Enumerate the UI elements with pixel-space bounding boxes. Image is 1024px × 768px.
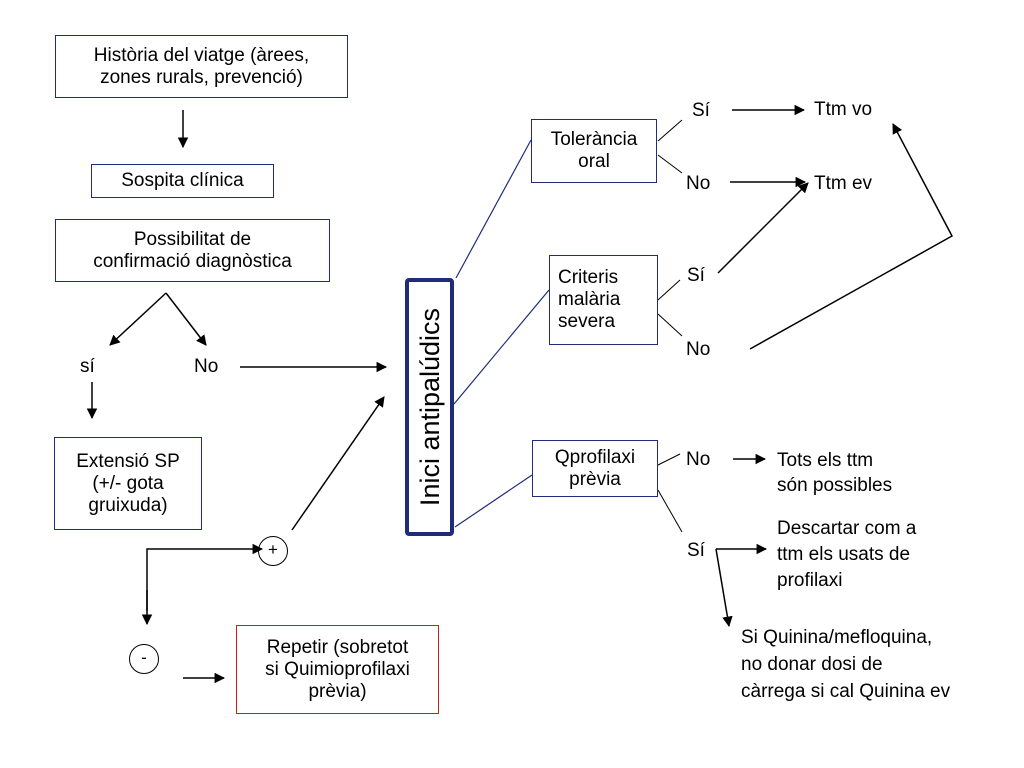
tolerancia-line-2: oral bbox=[578, 151, 610, 172]
arrow-possib-si bbox=[109, 292, 167, 346]
arrow-qp-si-quinina bbox=[715, 548, 733, 628]
historia-line-2: zones rurals, prevenció) bbox=[100, 66, 303, 88]
arrow-possib-no bbox=[165, 292, 207, 346]
quinina-line-1: Si Quinina/mefloquina, bbox=[741, 627, 933, 648]
arrow-crit-no-vo bbox=[749, 123, 954, 350]
quinina-line-3: càrrega si cal Quinina ev bbox=[741, 681, 951, 702]
line-crit-no bbox=[657, 313, 683, 337]
quinina-line-2: no donar dosi de bbox=[741, 654, 883, 675]
circle-minus: - bbox=[129, 644, 159, 674]
repetir-line-2: si Quimioprofilaxi bbox=[265, 658, 410, 680]
box-tolerancia: Tolerància oral bbox=[531, 119, 657, 183]
arrow-extensio-plus bbox=[146, 543, 264, 611]
label-crit-no: No bbox=[686, 339, 711, 360]
box-repetir: Repetir (sobretot si Quimioprofilaxi prè… bbox=[236, 625, 439, 714]
label-qp-si: Sí bbox=[687, 540, 705, 561]
label-tol-si: Sí bbox=[692, 100, 710, 121]
tots-line-2: són possibles bbox=[777, 475, 893, 496]
line-qp-no bbox=[657, 453, 681, 466]
line-inici-tolerancia bbox=[455, 139, 532, 279]
label-si-lower: sí bbox=[80, 356, 95, 377]
label-tol-no: No bbox=[686, 173, 711, 194]
possibilitat-line-1: Possibilitat de bbox=[133, 228, 252, 250]
label-ttm-vo: Ttm vo bbox=[814, 99, 873, 120]
possibilitat-line-2: confirmació diagnòstica bbox=[93, 250, 292, 272]
extensio-line-2: (+/- gota bbox=[92, 472, 164, 494]
box-possibilitat: Possibilitat de confirmació diagnòstica bbox=[55, 219, 330, 282]
box-criteris: Criteris malària severa bbox=[549, 255, 658, 345]
line-tol-no bbox=[657, 154, 683, 174]
box-extensio: Extensió SP (+/- gota gruixuda) bbox=[54, 437, 202, 530]
box-qprofilaxi: Qprofilaxi prèvia bbox=[532, 440, 658, 497]
descartar-line-3: profilaxi bbox=[777, 570, 843, 591]
line-crit-si bbox=[657, 279, 681, 301]
label-crit-si: Sí bbox=[687, 265, 705, 286]
line-qp-si bbox=[657, 489, 683, 533]
criteris-line-2: malària bbox=[558, 289, 621, 310]
descartar-line-1: Descartar com a bbox=[777, 518, 917, 539]
historia-line-1: Història del viatge (àrees, bbox=[93, 44, 310, 66]
text-quinina: Si Quinina/mefloquina, no donar dosi de … bbox=[741, 624, 950, 705]
criteris-line-3: severa bbox=[558, 311, 616, 332]
box-historia: Història del viatge (àrees, zones rurals… bbox=[55, 35, 348, 98]
tolerancia-line-1: Tolerància bbox=[550, 129, 638, 150]
arrow-plus-inici bbox=[291, 396, 385, 531]
text-descartar: Descartar com a ttm els usats de profila… bbox=[777, 516, 916, 594]
line-inici-criteris bbox=[453, 289, 550, 405]
inici-label: Inici antipalúdics bbox=[414, 307, 445, 507]
descartar-line-2: ttm els usats de bbox=[777, 544, 911, 565]
box-sospita: Sospita clínica bbox=[91, 164, 274, 198]
sospita-line-1: Sospita clínica bbox=[121, 170, 244, 191]
repetir-line-1: Repetir (sobretot bbox=[266, 636, 409, 658]
label-qp-no: No bbox=[686, 449, 711, 470]
extensio-line-3: gruixuda) bbox=[88, 494, 168, 516]
tots-line-1: Tots els ttm bbox=[777, 450, 874, 471]
box-inici-antipaludics: Inici antipalúdics bbox=[405, 278, 454, 536]
label-ttm-ev: Ttm ev bbox=[814, 173, 873, 194]
repetir-line-3: prèvia) bbox=[308, 680, 367, 702]
qprofilaxi-line-2: prèvia bbox=[569, 468, 621, 490]
line-inici-qprofilaxi bbox=[454, 474, 533, 528]
arrow-crit-si-ev bbox=[717, 182, 809, 274]
qprofilaxi-line-1: Qprofilaxi bbox=[554, 446, 636, 468]
line-tol-si bbox=[657, 119, 683, 142]
text-tots: Tots els ttm són possibles bbox=[777, 448, 892, 498]
label-no-diag: No bbox=[194, 356, 219, 377]
extensio-line-1: Extensió SP bbox=[76, 450, 180, 472]
circle-plus: + bbox=[258, 536, 288, 566]
criteris-line-1: Criteris bbox=[558, 267, 619, 288]
